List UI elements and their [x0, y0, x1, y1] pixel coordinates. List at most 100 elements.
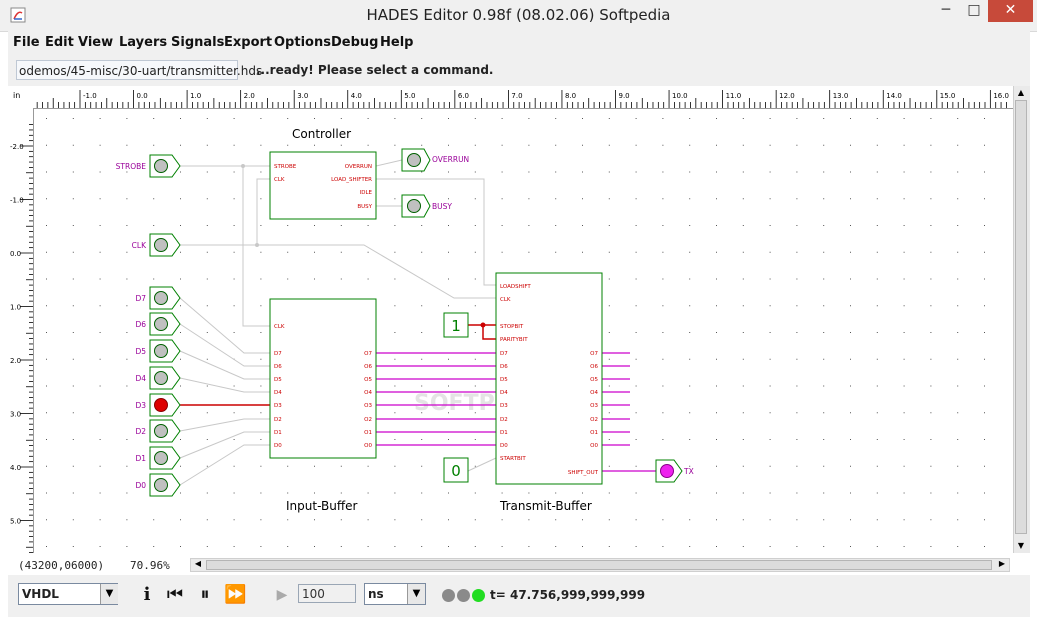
- grid-dot: [716, 225, 717, 226]
- grid-dot: [662, 412, 664, 414]
- grid-dot: [448, 305, 449, 307]
- grid-dot: [394, 332, 396, 333]
- horizontal-scroll-thumb[interactable]: [206, 560, 992, 570]
- grid-dot: [260, 492, 262, 494]
- grid-dot: [608, 492, 610, 494]
- tx-output[interactable]: TX: [655, 459, 694, 483]
- svg-text:D6: D6: [135, 320, 146, 329]
- grid-dot: [608, 118, 610, 119]
- grid-dot: [474, 465, 476, 467]
- grid-dot: [126, 144, 128, 146]
- grid-dot: [876, 439, 878, 440]
- step-icon[interactable]: ▶: [276, 587, 288, 603]
- menu-file[interactable]: File: [13, 35, 40, 50]
- grid-dot: [394, 144, 396, 146]
- controller-block[interactable]: [269, 151, 377, 220]
- step-duration-input[interactable]: 100: [298, 584, 356, 603]
- d5-switch[interactable]: D5: [135, 339, 181, 363]
- transmit-buffer-block[interactable]: [495, 272, 603, 485]
- grid-dot: [984, 332, 985, 333]
- grid-dot: [72, 546, 74, 547]
- grid-dot: [608, 358, 610, 360]
- menu-export[interactable]: Export: [224, 35, 273, 50]
- grid-dot: [180, 118, 181, 119]
- grid-dot: [876, 412, 878, 414]
- minimize-button[interactable]: ─: [941, 2, 951, 18]
- menu-options[interactable]: Options: [274, 35, 331, 50]
- grid-dot: [233, 144, 235, 146]
- vertical-scroll-thumb[interactable]: [1015, 100, 1027, 534]
- schematic-canvas[interactable]: SOFTPEDIA Controller STROBE CLK OVERRU: [34, 108, 1013, 553]
- grid-dot: [72, 144, 74, 146]
- grid-dot: [850, 332, 851, 333]
- grid-dot: [769, 492, 771, 494]
- d1-switch[interactable]: D1: [135, 446, 181, 470]
- input-buffer-title: Input-Buffer: [286, 499, 357, 513]
- grid-dot: [448, 519, 449, 521]
- scroll-right-icon[interactable]: ▶: [998, 559, 1006, 568]
- menu-signals[interactable]: Signals: [171, 35, 225, 50]
- grid-dot: [448, 385, 449, 387]
- chevron-down-icon[interactable]: ▼: [407, 584, 425, 604]
- chevron-down-icon[interactable]: ▼: [100, 584, 118, 604]
- d7-switch[interactable]: D7: [135, 286, 181, 310]
- menu-debug[interactable]: Debug: [331, 35, 379, 50]
- grid-dot: [984, 118, 985, 119]
- scroll-up-icon[interactable]: ▲: [1017, 88, 1025, 97]
- d0-switch[interactable]: D0: [135, 473, 181, 497]
- grid-dot: [314, 519, 315, 521]
- grid-dot: [421, 519, 423, 521]
- d6-switch[interactable]: D6: [135, 312, 181, 336]
- rewind-icon[interactable]: ⏮: [166, 584, 184, 605]
- scroll-left-icon[interactable]: ◀: [194, 559, 202, 568]
- busy-output[interactable]: BUSY: [401, 194, 452, 218]
- grid-dot: [448, 492, 449, 494]
- scroll-down-icon[interactable]: ▼: [1017, 541, 1025, 550]
- grid-dot: [984, 439, 985, 440]
- input-buffer-pins: CLK D7 D6 D5 D4 D3 D2 D1 D0 O7 O6 O5 O4 …: [274, 324, 372, 449]
- grid-dot: [796, 546, 798, 547]
- d3-switch[interactable]: D3: [135, 393, 181, 417]
- grid-dot: [421, 144, 423, 146]
- clk-switch[interactable]: CLK: [132, 233, 181, 257]
- svg-text:D5: D5: [135, 347, 146, 356]
- grid-dot: [742, 251, 744, 253]
- grid-dot: [742, 546, 744, 547]
- grid-dot: [528, 519, 530, 521]
- grid-dot: [448, 171, 449, 173]
- grid-dot: [689, 144, 691, 146]
- grid-dot: [930, 118, 932, 119]
- info-icon[interactable]: i: [143, 584, 151, 605]
- grid-dot: [742, 439, 744, 440]
- fast-forward-icon[interactable]: ⏩: [224, 584, 247, 605]
- grid-dot: [180, 251, 181, 253]
- d2-switch[interactable]: D2: [135, 419, 181, 443]
- menu-layers[interactable]: Layers: [119, 35, 168, 50]
- grid-dot: [823, 225, 825, 226]
- pin-label: O2: [590, 417, 598, 423]
- input-buffer-block[interactable]: [269, 298, 377, 459]
- ruler-label: 2.0: [244, 92, 255, 100]
- menu-view[interactable]: View: [78, 35, 114, 50]
- grid-dot: [769, 519, 771, 521]
- grid-dot: [957, 305, 959, 307]
- constant-one-box[interactable]: [443, 312, 469, 338]
- menu-edit[interactable]: Edit: [45, 35, 74, 50]
- maximize-button[interactable]: □: [967, 2, 981, 18]
- grid-dot: [876, 198, 878, 200]
- close-button[interactable]: ✕: [988, 0, 1033, 22]
- grid-dot: [796, 358, 798, 360]
- d4-switch[interactable]: D4: [135, 366, 181, 390]
- design-path-field[interactable]: odemos/45-misc/30-uart/transmitter.hds: [16, 60, 262, 80]
- grid-dot: [555, 546, 557, 547]
- constant-zero-box[interactable]: [443, 457, 469, 483]
- grid-dot: [716, 492, 717, 494]
- grid-dot: [957, 332, 959, 333]
- strobe-switch[interactable]: STROBE: [116, 154, 181, 178]
- grid-dot: [823, 198, 825, 200]
- overrun-output[interactable]: OVERRUN: [401, 148, 469, 172]
- grid-dot: [930, 412, 932, 414]
- grid-dot: [662, 118, 664, 119]
- menu-help[interactable]: Help: [380, 35, 414, 50]
- pause-icon[interactable]: ⏸: [200, 584, 210, 605]
